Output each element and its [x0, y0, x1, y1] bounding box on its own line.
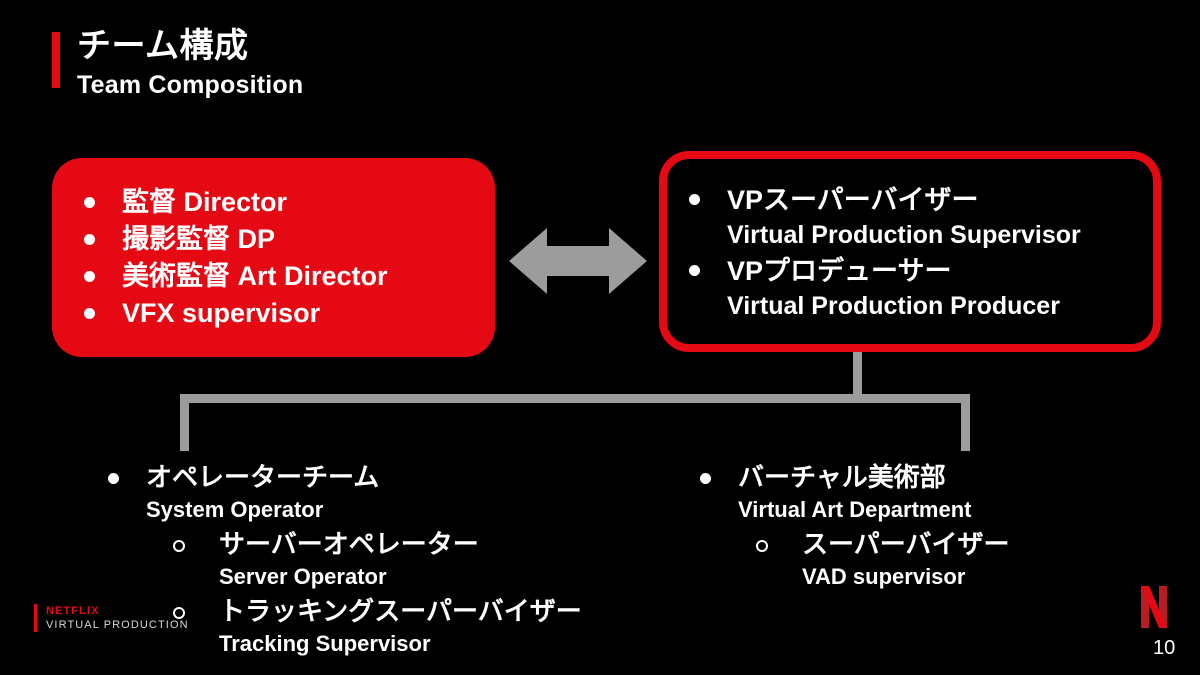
virtual-art-department-branch: バーチャル美術部 Virtual Art Department スーパーバイザー…: [700, 460, 1009, 592]
vad-english: Virtual Art Department: [738, 497, 972, 522]
list-item: トラッキングスーパーバイザー Tracking Supervisor: [108, 594, 582, 659]
list-item: VFX supervisor: [84, 295, 477, 332]
vad-japanese: バーチャル美術部: [738, 462, 946, 492]
title-text-group: チーム構成 Team Composition: [77, 24, 303, 100]
bullet-ring-icon: [173, 540, 185, 552]
vad-text-group: バーチャル美術部 Virtual Art Department: [738, 460, 972, 525]
list-item: 撮影監督 DP: [84, 221, 477, 258]
vad-supervisor-text-group: スーパーバイザー VAD supervisor: [802, 527, 1009, 592]
tracking-supervisor-text-group: トラッキングスーパーバイザー Tracking Supervisor: [219, 594, 582, 659]
connector-drop-right: [961, 394, 970, 451]
connector-horizontal: [180, 394, 970, 403]
vp-lead-japanese: VPプロデューサー: [727, 255, 952, 286]
server-operator-english: Server Operator: [219, 564, 387, 589]
vad-supervisor-english: VAD supervisor: [802, 564, 966, 589]
server-operator-japanese: サーバーオペレーター: [219, 529, 479, 559]
bullet-dot-icon: [108, 473, 119, 484]
bullet-dot-icon: [84, 270, 95, 282]
operator-team-english: System Operator: [146, 497, 324, 522]
creative-lead-label: 撮影監督 DP: [122, 223, 276, 254]
creative-leads-box: 監督 Director 撮影監督 DP 美術監督 Art Director VF…: [52, 158, 495, 357]
operator-team-branch: オペレーターチーム System Operator サーバーオペレーター Ser…: [108, 460, 582, 659]
list-item: サーバーオペレーター Server Operator: [108, 527, 582, 592]
operator-team-japanese: オペレーターチーム: [146, 462, 380, 492]
logo-accent-bar: [34, 604, 37, 632]
creative-lead-label: 美術監督 Art Director: [122, 260, 388, 291]
bullet-dot-icon: [689, 193, 700, 205]
title-accent-bar: [52, 32, 60, 88]
vp-leads-box: VPスーパーバイザー Virtual Production Supervisor…: [659, 151, 1161, 352]
logo-brand-label: NETFLIX: [46, 605, 100, 617]
list-item: VPプロデューサー Virtual Production Producer: [689, 252, 1139, 323]
bullet-dot-icon: [84, 233, 95, 245]
tracking-supervisor-japanese: トラッキングスーパーバイザー: [219, 596, 582, 626]
netflix-n-icon: [1141, 586, 1167, 628]
creative-lead-label: VFX supervisor: [122, 297, 321, 328]
bullet-dot-icon: [84, 196, 95, 208]
connector-stem: [853, 352, 862, 399]
list-item: 美術監督 Art Director: [84, 258, 477, 295]
list-item: オペレーターチーム System Operator: [108, 460, 582, 525]
logo-text-group: NETFLIX VIRTUAL PRODUCTION: [46, 604, 189, 632]
creative-lead-label: 監督 Director: [122, 186, 288, 217]
tracking-supervisor-english: Tracking Supervisor: [219, 631, 431, 656]
title-english: Team Composition: [77, 71, 304, 99]
operator-team-text-group: オペレーターチーム System Operator: [146, 460, 379, 525]
vp-lead-text-group: VPプロデューサー Virtual Production Producer: [727, 252, 1060, 323]
bullet-dot-icon: [700, 473, 711, 484]
list-item: 監督 Director: [84, 184, 477, 221]
vp-lead-japanese: VPスーパーバイザー: [727, 184, 979, 215]
list-item: VPスーパーバイザー Virtual Production Supervisor: [689, 181, 1139, 252]
vad-supervisor-japanese: スーパーバイザー: [802, 529, 1010, 559]
server-operator-text-group: サーバーオペレーター Server Operator: [219, 527, 479, 592]
list-item: スーパーバイザー VAD supervisor: [700, 527, 1009, 592]
double-headed-arrow-icon: [509, 226, 647, 296]
page-number: 10: [1153, 637, 1176, 659]
netflix-virtual-production-logo: NETFLIX VIRTUAL PRODUCTION: [34, 604, 189, 632]
vp-lead-english: Virtual Production Producer: [727, 291, 1060, 320]
connector-drop-left: [180, 394, 189, 451]
logo-subbrand-label: VIRTUAL PRODUCTION: [46, 619, 189, 631]
vp-lead-text-group: VPスーパーバイザー Virtual Production Supervisor: [727, 181, 1081, 252]
vp-lead-english: Virtual Production Supervisor: [727, 220, 1081, 249]
bullet-dot-icon: [689, 264, 700, 276]
page-title: チーム構成 Team Composition: [52, 24, 303, 100]
list-item: バーチャル美術部 Virtual Art Department: [700, 460, 1009, 525]
bullet-ring-icon: [756, 540, 768, 552]
title-japanese: チーム構成: [77, 27, 249, 65]
bullet-ring-icon: [173, 607, 185, 619]
bullet-dot-icon: [84, 307, 95, 319]
